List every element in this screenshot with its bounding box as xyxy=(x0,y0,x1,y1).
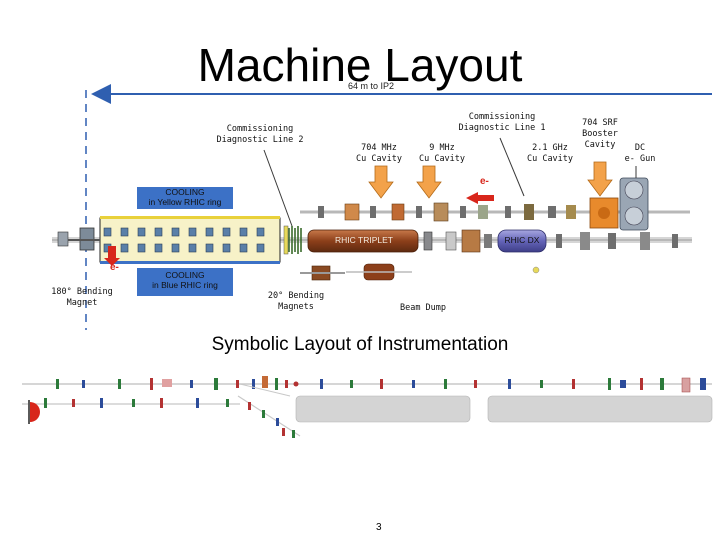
label-electron-top: e- xyxy=(480,176,489,187)
label-commissioning-line-2: Commissioning Diagnostic Line 2 xyxy=(216,124,304,145)
instrumentation-subtitle: Symbolic Layout of Instrumentation xyxy=(211,334,509,355)
beamline-elements-mid xyxy=(423,229,492,253)
label-dc-gun: DC e- Gun xyxy=(624,143,656,164)
upper-beamline-elements xyxy=(318,202,576,222)
distance-note: 64 m to IP2 xyxy=(348,81,395,91)
label-cavity-704: 704 MHz Cu Cavity xyxy=(355,143,403,164)
electron-direction-arrow-top xyxy=(466,192,494,204)
label-cooling-yellow: COOLING in Yellow RHIC ring xyxy=(137,187,233,209)
label-commissioning-line-1: Commissioning Diagnostic Line 1 xyxy=(458,112,546,133)
cooling-section-yellow xyxy=(99,217,281,263)
label-rhic-dx: RHIC DX xyxy=(504,235,540,245)
label-cavity-21: 2.1 GHz Cu Cavity xyxy=(526,143,574,164)
rhic-triplet xyxy=(307,229,419,253)
rhic-dx xyxy=(497,229,547,253)
label-bending-180: 180° Bending Magnet xyxy=(51,287,113,308)
beamline-elements-right xyxy=(532,232,678,274)
label-electron-left: e- xyxy=(110,262,119,273)
electron-direction-arrow-left xyxy=(104,246,120,266)
rhic-section-block xyxy=(487,395,713,423)
page-number: 3 xyxy=(376,522,382,533)
label-beam-dump: Beam Dump xyxy=(399,303,447,313)
triplet-coil xyxy=(288,226,302,254)
label-bending-20: 20° Bending Magnets xyxy=(267,291,325,312)
instrumentation-markers xyxy=(44,376,706,408)
cooling-section-block xyxy=(295,395,471,423)
page-title: Machine Layout xyxy=(197,39,523,91)
cooling-solenoids xyxy=(103,227,265,253)
diagnostic-branch-line xyxy=(237,395,301,437)
gun-marker-icon xyxy=(30,402,40,422)
label-cooling-blue: COOLING in Blue RHIC ring xyxy=(137,268,233,296)
label-srf-booster: 704 SRF Booster Cavity xyxy=(582,118,618,150)
label-cavity-9: 9 MHz Cu Cavity xyxy=(418,143,466,164)
cavity-pointer-arrows xyxy=(368,161,613,199)
callout-lines xyxy=(263,137,637,227)
label-rhic-triplet: RHIC TRIPLET xyxy=(335,235,393,245)
